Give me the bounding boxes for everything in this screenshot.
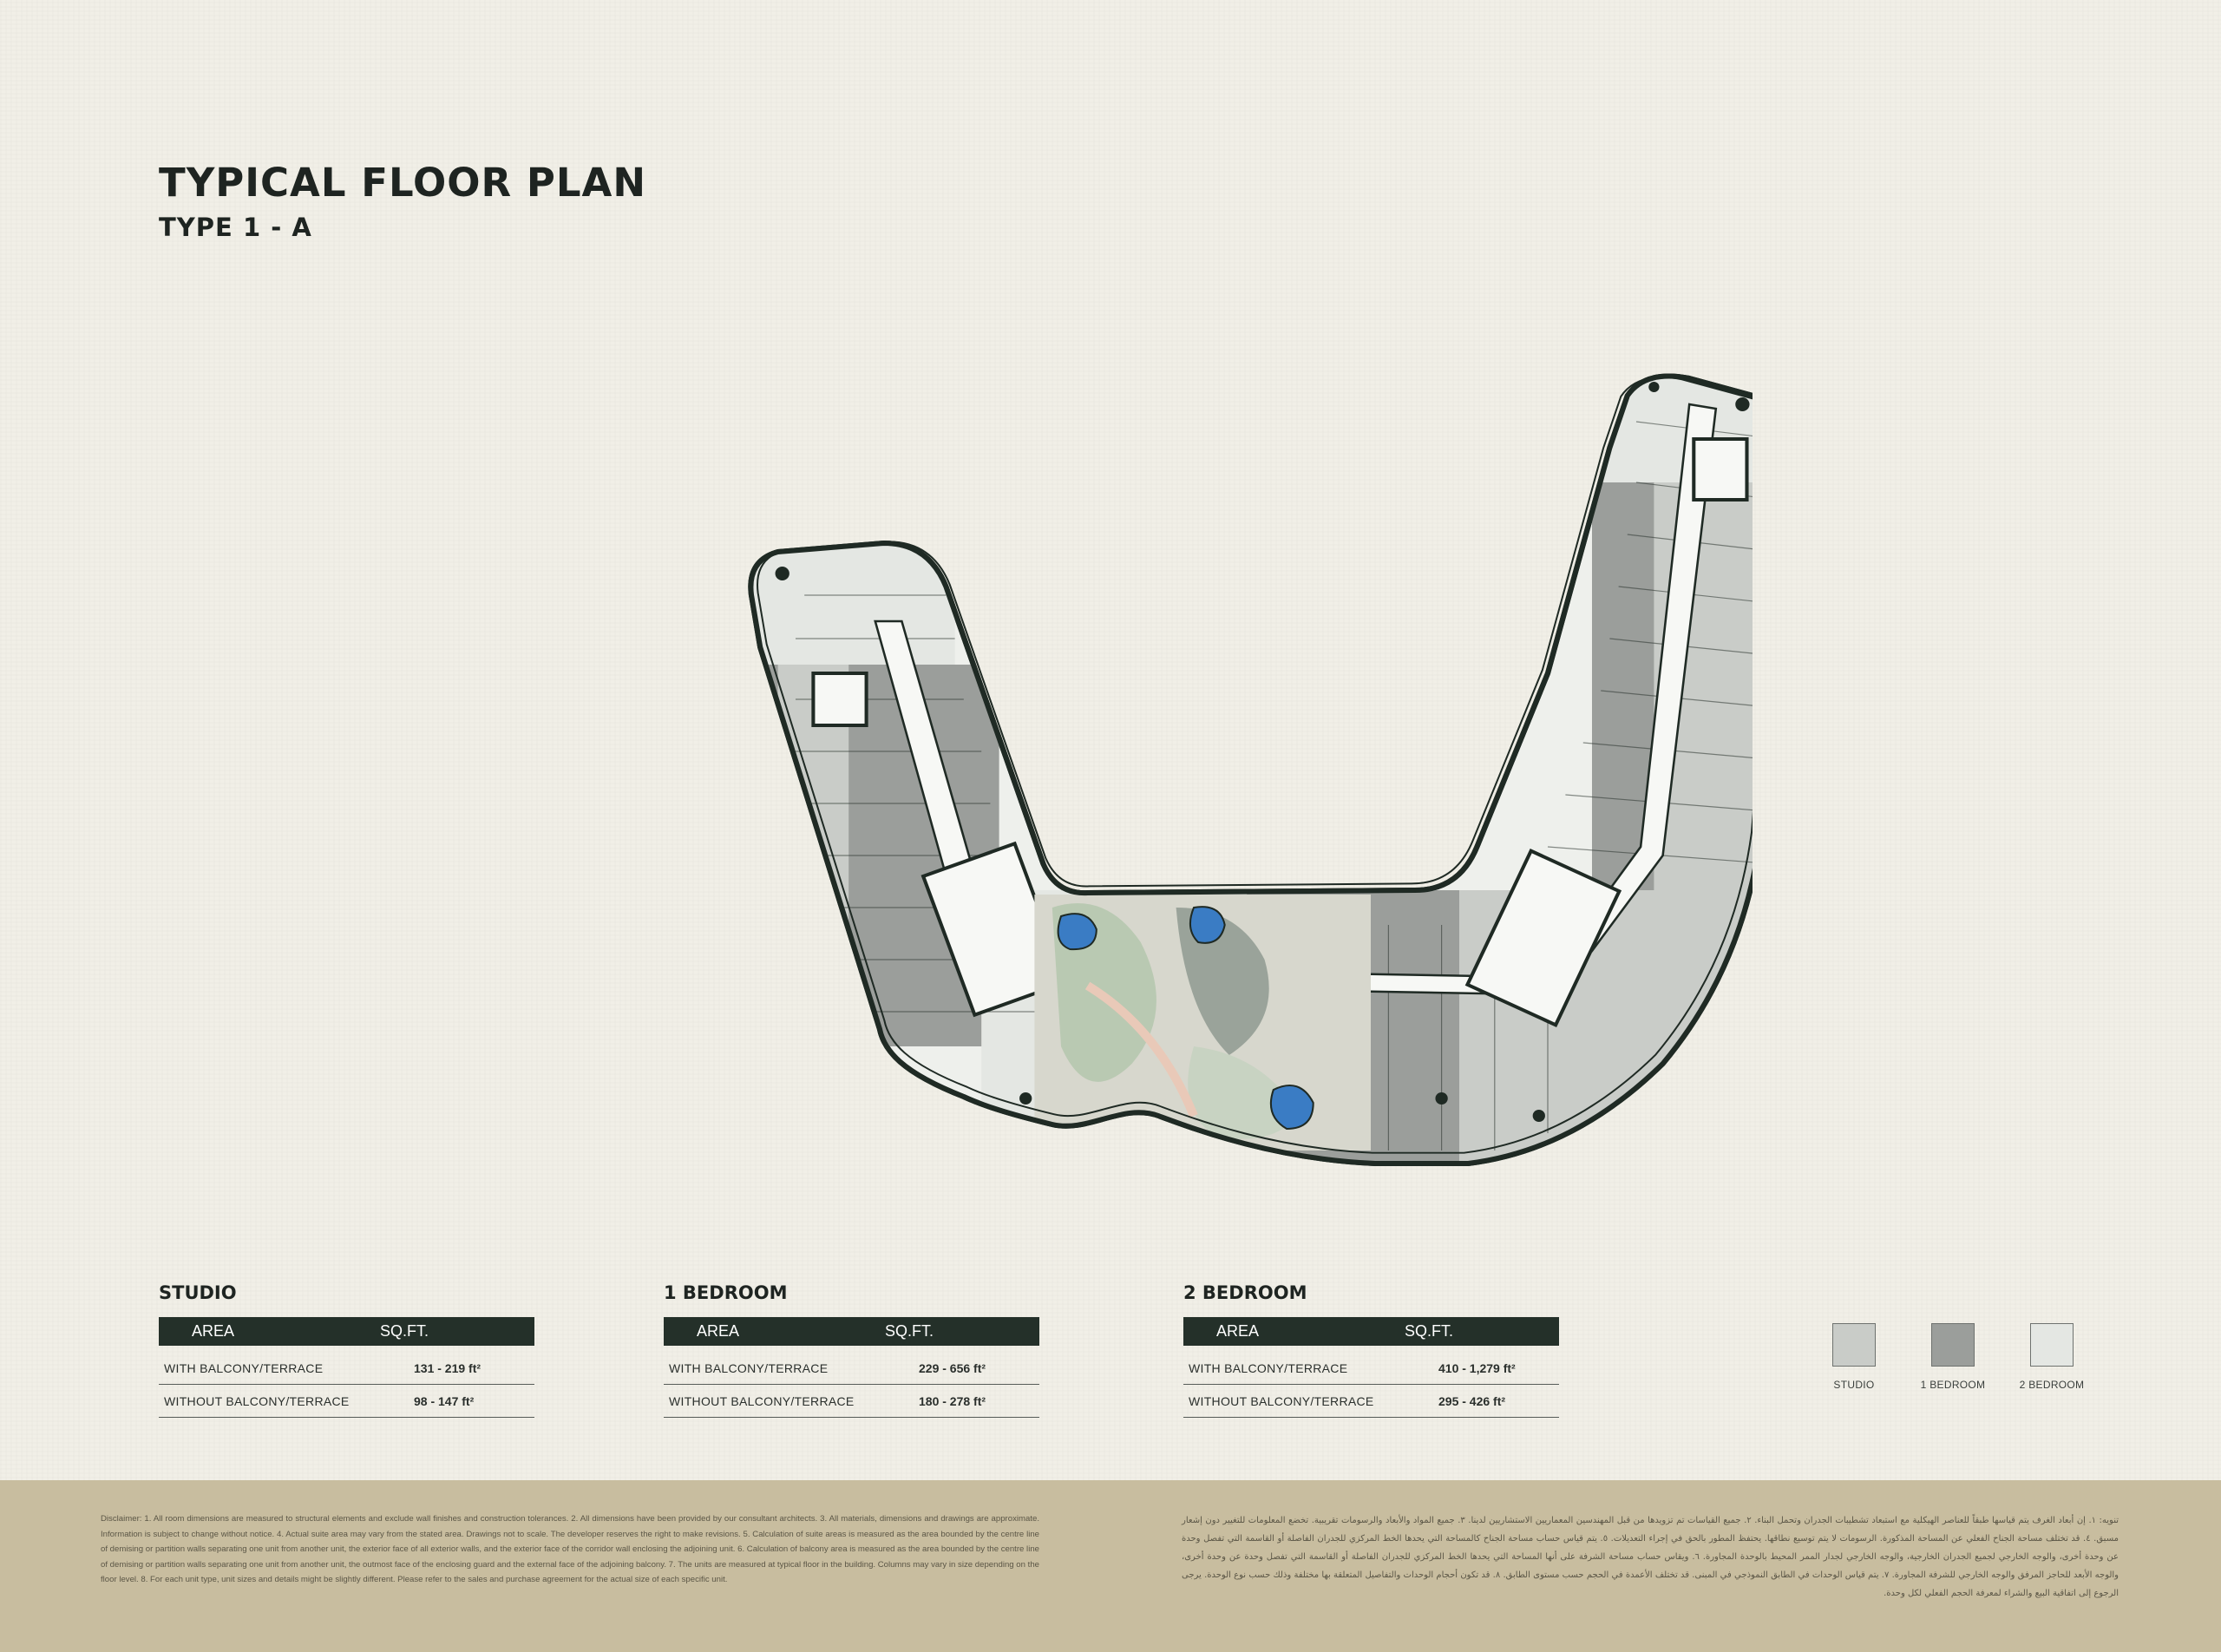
col-sqft: SQ.FT. [885, 1322, 934, 1340]
disclaimer-english: Disclaimer: 1. All room dimensions are m… [101, 1514, 1039, 1584]
disclaimer-arabic: تنويه: ١. إن أبعاد الغرف يتم قياسها طبقا… [1182, 1516, 2119, 1598]
table-header: AREA SQ.FT. [1183, 1317, 1559, 1346]
row-value: 98 - 147 ft² [414, 1393, 475, 1408]
page-title: TYPICAL FLOOR PLAN [159, 160, 646, 206]
landscape-garden [1034, 895, 1371, 1150]
two-bedroom-table: 2 BEDROOM AREA SQ.FT. WITH BALCONY/TERRA… [1183, 1282, 1559, 1418]
table-header: AREA SQ.FT. [664, 1317, 1039, 1346]
col-area: AREA [697, 1322, 740, 1340]
table-row: WITHOUT BALCONY/TERRACE 295 - 426 ft² [1183, 1385, 1559, 1418]
two-bedroom-title: 2 BEDROOM [1183, 1282, 1307, 1303]
table-row: WITH BALCONY/TERRACE 410 - 1,279 ft² [1183, 1352, 1559, 1385]
table-row: WITH BALCONY/TERRACE 131 - 219 ft² [159, 1352, 534, 1385]
footer: Disclaimer: 1. All room dimensions are m… [0, 1480, 2221, 1652]
pool-2 [1189, 906, 1226, 944]
row-value: 229 - 656 ft² [919, 1360, 986, 1375]
pool-3 [1269, 1085, 1314, 1131]
legend: STUDIO 1 BEDROOM 2 BEDROOM [1805, 1323, 2101, 1391]
row-label: WITHOUT BALCONY/TERRACE [1189, 1393, 1374, 1408]
table-header: AREA SQ.FT. [159, 1317, 534, 1346]
row-value: 131 - 219 ft² [414, 1360, 482, 1375]
row-label: WITHOUT BALCONY/TERRACE [164, 1393, 350, 1408]
legend-label: 1 BEDROOM [1920, 1379, 1986, 1391]
table-row: WITHOUT BALCONY/TERRACE 98 - 147 ft² [159, 1385, 534, 1418]
col-sqft: SQ.FT. [1405, 1322, 1454, 1340]
one-bedroom-table: 1 BEDROOM AREA SQ.FT. WITH BALCONY/TERRA… [664, 1282, 1039, 1418]
col-area: AREA [1216, 1322, 1260, 1340]
row-value: 180 - 278 ft² [919, 1393, 986, 1408]
pool-1 [1057, 913, 1097, 951]
legend-item-studio: STUDIO [1805, 1323, 1903, 1391]
table-row: WITHOUT BALCONY/TERRACE 180 - 278 ft² [664, 1385, 1039, 1418]
floor-plan [468, 286, 1753, 1206]
title-block: TYPICAL FLOOR PLAN TYPE 1 - A [159, 160, 646, 242]
col-area: AREA [192, 1322, 235, 1340]
row-label: WITH BALCONY/TERRACE [669, 1360, 829, 1375]
row-value: 410 - 1,279 ft² [1438, 1360, 1516, 1375]
col-sqft: SQ.FT. [380, 1322, 429, 1340]
building-footprint [750, 361, 1753, 1177]
legend-swatch [2030, 1323, 2074, 1367]
studio-title: STUDIO [159, 1282, 237, 1303]
row-label: WITH BALCONY/TERRACE [164, 1360, 324, 1375]
row-value: 295 - 426 ft² [1438, 1393, 1506, 1408]
row-label: WITHOUT BALCONY/TERRACE [669, 1393, 855, 1408]
row-label: WITH BALCONY/TERRACE [1189, 1360, 1348, 1375]
legend-label: 2 BEDROOM [2019, 1379, 2085, 1391]
legend-swatch [1832, 1323, 1876, 1367]
legend-label: STUDIO [1833, 1379, 1875, 1391]
table-row: WITH BALCONY/TERRACE 229 - 656 ft² [664, 1352, 1039, 1385]
studio-table: STUDIO AREA SQ.FT. WITH BALCONY/TERRACE … [159, 1282, 534, 1418]
page-subtitle: TYPE 1 - A [159, 213, 312, 242]
one-bedroom-title: 1 BEDROOM [664, 1282, 788, 1303]
legend-item-2-bedroom: 2 BEDROOM [2002, 1323, 2101, 1391]
legend-item-1-bedroom: 1 BEDROOM [1903, 1323, 2002, 1391]
legend-swatch [1931, 1323, 1975, 1367]
